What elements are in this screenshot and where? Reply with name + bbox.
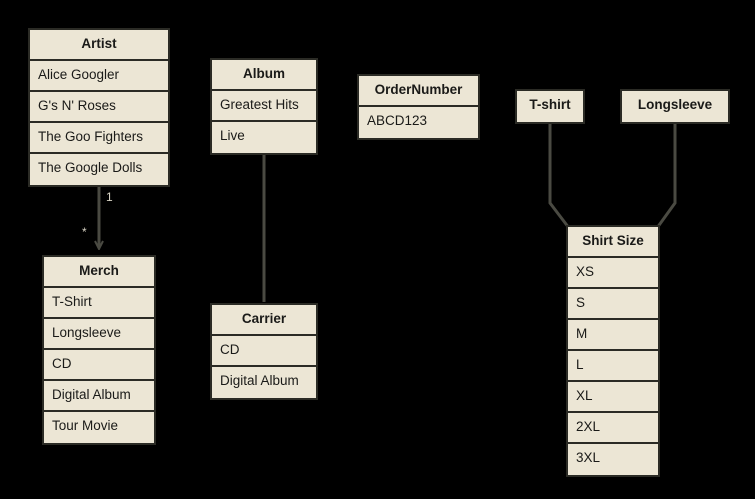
entity-shirtsize-row-5[interactable]: 2XL	[568, 413, 658, 444]
entity-merch-title: Merch	[44, 257, 154, 288]
entity-artist-row-0[interactable]: Alice Googler	[30, 61, 168, 92]
entity-shirtsize-row-1[interactable]: S	[568, 289, 658, 320]
entity-shirtsize-row-4[interactable]: XL	[568, 382, 658, 413]
entity-shirtsize-row-2[interactable]: M	[568, 320, 658, 351]
entity-album-title: Album	[212, 60, 316, 91]
edge-longsleeve-shirtsize	[655, 119, 677, 229]
entity-artist-row-3[interactable]: The Google Dolls	[30, 154, 168, 185]
entity-merch-row-1[interactable]: Longsleeve	[44, 319, 154, 350]
entity-carrier-title: Carrier	[212, 305, 316, 336]
entity-tshirt-title: T-shirt	[517, 91, 583, 122]
entity-shirtsize-row-3[interactable]: L	[568, 351, 658, 382]
entity-album[interactable]: Album Greatest Hits Live	[210, 58, 318, 155]
entity-ordernumber[interactable]: OrderNumber ABCD123	[357, 74, 480, 140]
entity-artist[interactable]: Artist Alice Googler G's N' Roses The Go…	[28, 28, 170, 187]
entity-tshirt[interactable]: T-shirt	[515, 89, 585, 124]
entity-ordernumber-title: OrderNumber	[359, 76, 478, 107]
entity-shirtsize-title: Shirt Size	[568, 227, 658, 258]
edge-tshirt-shirtsize	[548, 119, 571, 229]
entity-merch[interactable]: Merch T-Shirt Longsleeve CD Digital Albu…	[42, 255, 156, 445]
entity-artist-title: Artist	[30, 30, 168, 61]
entity-shirtsize-row-0[interactable]: XS	[568, 258, 658, 289]
entity-merch-row-2[interactable]: CD	[44, 350, 154, 381]
entity-album-row-0[interactable]: Greatest Hits	[212, 91, 316, 122]
entity-artist-row-1[interactable]: G's N' Roses	[30, 92, 168, 123]
entity-merch-row-4[interactable]: Tour Movie	[44, 412, 154, 443]
entity-longsleeve-title: Longsleeve	[622, 91, 728, 122]
entity-artist-row-2[interactable]: The Goo Fighters	[30, 123, 168, 154]
entity-carrier-row-1[interactable]: Digital Album	[212, 367, 316, 398]
entity-ordernumber-row-0[interactable]: ABCD123	[359, 107, 478, 138]
entity-carrier[interactable]: Carrier CD Digital Album	[210, 303, 318, 400]
entity-shirtsize-row-6[interactable]: 3XL	[568, 444, 658, 475]
entity-album-row-1[interactable]: Live	[212, 122, 316, 153]
entity-merch-row-3[interactable]: Digital Album	[44, 381, 154, 412]
entity-longsleeve[interactable]: Longsleeve	[620, 89, 730, 124]
entity-carrier-row-0[interactable]: CD	[212, 336, 316, 367]
edge-label-artist-source: 1	[106, 190, 113, 204]
entity-shirtsize[interactable]: Shirt Size XS S M L XL 2XL 3XL	[566, 225, 660, 477]
entity-merch-row-0[interactable]: T-Shirt	[44, 288, 154, 319]
edge-label-merch-target: *	[82, 225, 87, 239]
